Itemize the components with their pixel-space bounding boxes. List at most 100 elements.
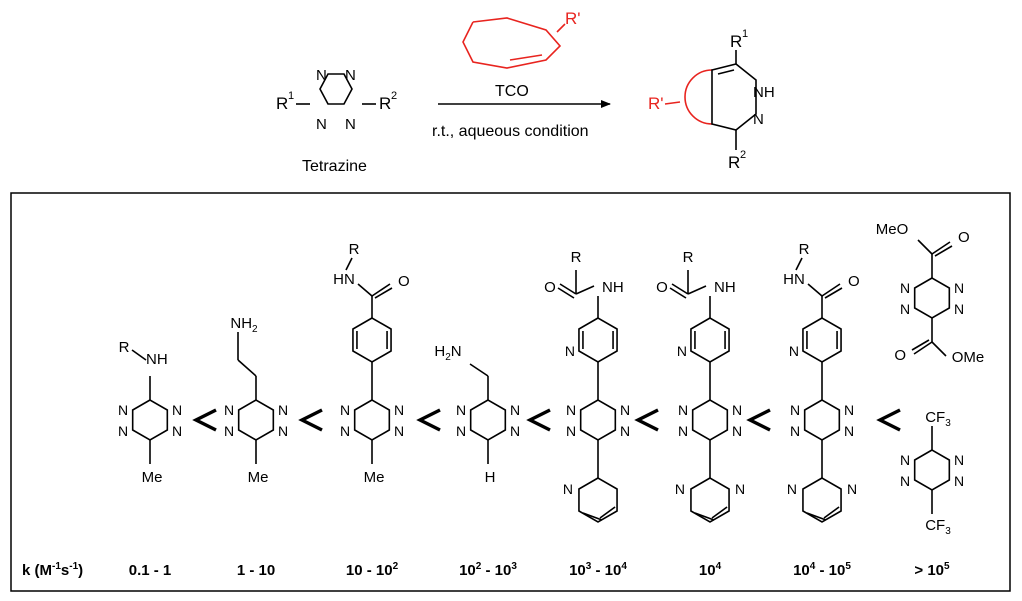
bond: [821, 283, 841, 297]
rate-order-chevrons: [192, 408, 901, 432]
bond: [599, 506, 616, 519]
product-r2-label: R: [728, 153, 740, 172]
bond: [556, 23, 566, 33]
ring-n-atom: N: [345, 116, 356, 133]
aromatic-ring: [690, 317, 730, 363]
less-than-symbol: [298, 408, 323, 432]
tetrazine-r1-label: R: [276, 94, 288, 113]
ring-n-atom: N: [340, 423, 350, 439]
r-group-label: R: [571, 249, 582, 266]
ring-n-atom: N: [900, 473, 910, 489]
rate-constant-value: 104: [699, 561, 722, 579]
ring-n-atom: N: [172, 402, 182, 418]
bond: [931, 241, 951, 255]
ring-n-atom: N: [954, 280, 964, 296]
bond: [717, 69, 735, 75]
product-r1-superscript: 1: [742, 28, 748, 40]
rate-constant-row: k (M-1s-1): [22, 561, 83, 579]
trans-double-bond: [509, 54, 543, 61]
tetrazine-r1-superscript: 1: [288, 90, 294, 102]
bond: [806, 512, 827, 521]
pyridine-n-atom: N: [677, 343, 687, 359]
tetrazine-ring: [803, 399, 841, 441]
substituent-label: H: [485, 469, 496, 486]
bond: [671, 283, 689, 295]
tetrazine-label: Tetrazine: [302, 158, 367, 175]
ring-n-atom: N: [456, 402, 466, 418]
ring-n-atom: N: [844, 423, 854, 439]
ring-nh-atom: NH: [753, 84, 775, 101]
ring-n-atom: N: [278, 423, 288, 439]
ring-n-atom: N: [787, 481, 797, 497]
amine-label: NH2: [230, 315, 258, 335]
bond: [917, 239, 933, 255]
oxygen-atom: O: [894, 347, 906, 364]
aromatic-ring: [690, 477, 730, 523]
less-than-symbol: [192, 408, 217, 432]
ring-n-atom: N: [620, 402, 630, 418]
pyridine-n-atom: N: [789, 343, 799, 359]
nh-label: NH: [602, 279, 624, 296]
bond: [711, 506, 728, 519]
bond: [913, 341, 933, 355]
ring-n-atom: N: [566, 423, 576, 439]
oxygen-atom: O: [958, 229, 970, 246]
rate-constant-value: 1 - 10: [237, 562, 275, 579]
methoxy-label: OMe: [952, 349, 985, 366]
ring-n-atom: N: [753, 111, 764, 128]
substituent-label: Me: [142, 469, 163, 486]
bond: [371, 283, 391, 297]
pyridine-n-atom: N: [565, 343, 575, 359]
aromatic-ring: [802, 477, 842, 523]
aromatic-ring: [352, 317, 392, 363]
aromatic-ring: [578, 477, 618, 523]
bond: [582, 512, 603, 521]
bond: [911, 339, 930, 351]
ring-n-atom: N: [316, 67, 327, 84]
bond: [237, 359, 257, 377]
rate-constant-value: > 105: [914, 561, 950, 579]
bond: [824, 287, 843, 299]
r-group-label: R: [683, 249, 694, 266]
tetrazine-r2-label: R: [379, 94, 391, 113]
ring-n-atom: N: [954, 301, 964, 317]
bond: [795, 257, 803, 271]
ring-n-atom: N: [566, 402, 576, 418]
bond: [557, 287, 575, 299]
oxygen-atom: O: [398, 273, 410, 290]
ring-n-atom: N: [790, 402, 800, 418]
ring-n-atom: N: [345, 67, 356, 84]
ring-n-atom: N: [456, 423, 466, 439]
trifluoromethyl-label: CF3: [925, 517, 951, 537]
aromatic-ring: [578, 317, 618, 363]
reaction-scheme: R 1 N N N N R 2 Tetrazine R' TCO r.t., a…: [276, 9, 775, 175]
rate-comparison-panel: [10, 192, 1011, 592]
rate-constant-value: 104 - 105: [793, 561, 851, 579]
rate-constant-value: 0.1 - 1: [129, 562, 172, 579]
product-rprime-label: R': [648, 94, 664, 113]
ring-n-atom: N: [678, 423, 688, 439]
oxygen-atom: O: [544, 279, 556, 296]
tetrazine-r2-superscript: 2: [391, 90, 397, 102]
substituent-label: Me: [248, 469, 269, 486]
aromatic-ring: [802, 317, 842, 363]
ring-n-atom: N: [678, 402, 688, 418]
product-r1-label: R: [730, 32, 742, 51]
less-than-symbol: [416, 408, 441, 432]
ring-n-atom: N: [954, 452, 964, 468]
tetrazine-structure: R 1 N N N N R 2 Tetrazine: [276, 67, 397, 175]
less-than-symbol: [876, 408, 901, 432]
bond: [374, 287, 393, 299]
ring-n-atom: N: [732, 402, 742, 418]
reagent-label: TCO: [495, 83, 529, 100]
ring-n-atom: N: [900, 452, 910, 468]
r-group-label: R: [119, 339, 130, 356]
bond: [669, 287, 687, 299]
trifluoromethyl-label: CF3: [925, 409, 951, 429]
rate-constant-axis-label: k (M-1s-1): [22, 561, 83, 579]
